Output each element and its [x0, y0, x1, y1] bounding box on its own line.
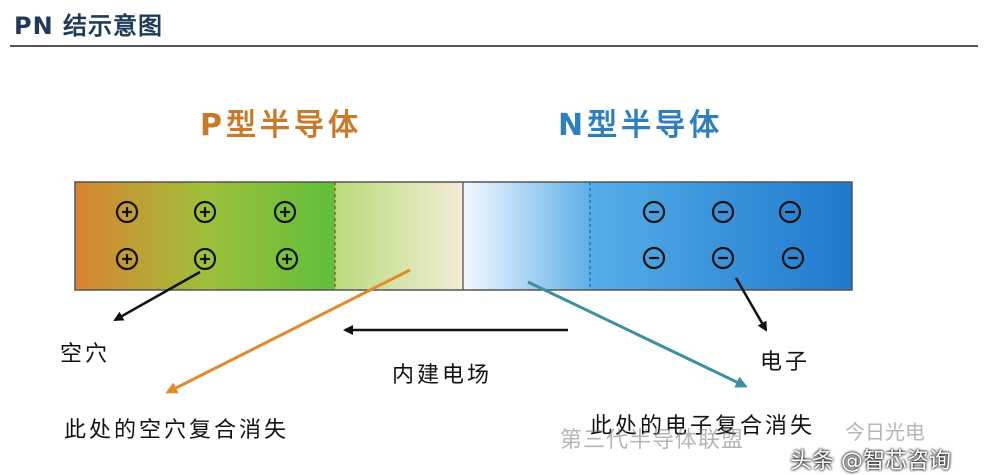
p-region-label: P型半导体: [200, 108, 362, 143]
hole-recombination-label: 此处的空穴复合消失: [64, 418, 290, 443]
hole-charge: [275, 247, 299, 271]
p-region: [75, 182, 335, 290]
electron-label: 电子: [760, 350, 811, 375]
hole-recombination-arrow: [165, 268, 411, 394]
electron-pointer-arrow: [734, 277, 768, 332]
toutiao-watermark: 头条 @智芯咨询: [790, 449, 951, 474]
electron-recombination-arrow: [527, 280, 748, 388]
electron-charge: [711, 200, 735, 224]
electron-charges: [642, 200, 805, 270]
n-depletion-region: [463, 182, 590, 290]
hole-charge: [115, 200, 139, 224]
electron-charge: [781, 246, 805, 270]
hole-pointer-arrow: [113, 270, 201, 322]
hole-charge: [273, 200, 297, 224]
hole-charges: [115, 200, 299, 271]
small-watermark: 今日光电: [845, 420, 925, 444]
electron-recombination-label: 此处的电子复合消失: [590, 414, 816, 439]
electron-charge: [711, 246, 735, 270]
page-title: PN 结示意图: [14, 12, 164, 40]
electron-charge: [778, 200, 802, 224]
electron-charge: [642, 246, 666, 270]
wechat-watermark: 第三代半导体联盟: [560, 428, 745, 453]
p-depletion-region: [335, 182, 463, 290]
hole-charge: [193, 247, 217, 271]
hole-label: 空穴: [60, 342, 111, 367]
electron-charge: [642, 200, 666, 224]
title-divider: [10, 45, 978, 47]
hole-charge: [115, 247, 139, 271]
n-region: [590, 182, 852, 290]
built-in-field-label: 内建电场: [392, 363, 493, 388]
hole-charge: [193, 200, 217, 224]
n-region-label: N型半导体: [558, 108, 724, 143]
